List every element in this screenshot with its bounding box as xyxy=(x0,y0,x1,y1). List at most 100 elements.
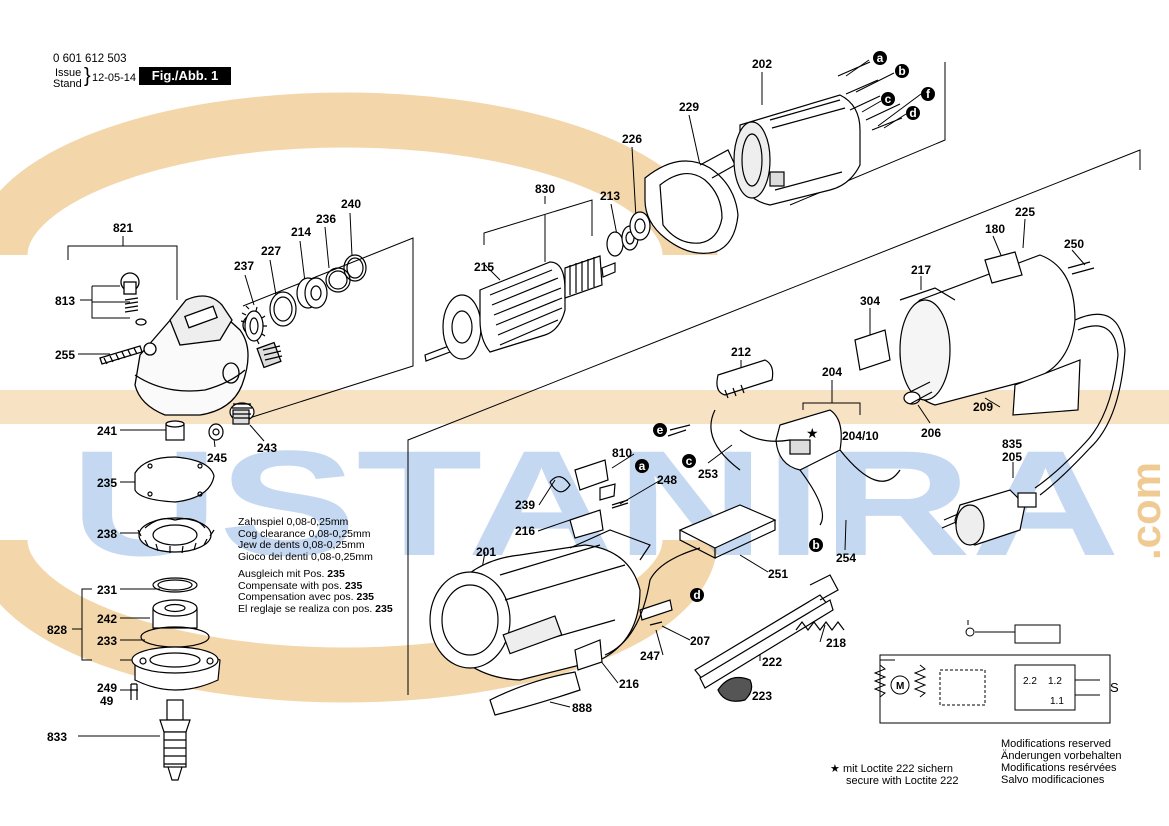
motor-housing xyxy=(854,251,1126,496)
part-label-241: 241 xyxy=(97,424,117,438)
wire-tag-b-mid: b xyxy=(812,538,819,552)
switch-slide xyxy=(574,547,845,702)
part-label-253: 253 xyxy=(698,467,718,481)
part-label-215: 215 xyxy=(474,260,494,274)
bearing-row xyxy=(240,254,367,345)
wire-tag-a-mid-icon xyxy=(635,459,649,473)
part-label-254: 254 xyxy=(836,551,856,565)
part-label-240: 240 xyxy=(341,197,361,211)
part-label-821: 821 xyxy=(113,221,133,235)
schematic-contact-1-2: 1.2 xyxy=(1048,676,1062,687)
part-label-216-lower: 216 xyxy=(619,677,639,691)
fan-shroud xyxy=(644,149,739,254)
part-label-226: 226 xyxy=(622,132,642,146)
wire-tag-c-top: c xyxy=(885,92,892,106)
wire-tag-f-top: f xyxy=(926,87,931,101)
wire-tag-d-top-icon xyxy=(906,106,920,120)
backlash-note: Zahnspiel 0,08-0,25mm Cog clearance 0,08… xyxy=(238,516,393,615)
part-label-237: 237 xyxy=(234,259,254,273)
part-label-231: 231 xyxy=(97,583,117,597)
part-label-250: 250 xyxy=(1064,237,1084,251)
part-label-233: 233 xyxy=(97,634,117,648)
part-label-243: 243 xyxy=(257,441,277,455)
part-label-218: 218 xyxy=(826,636,846,650)
part-label-214: 214 xyxy=(291,225,311,239)
part-label-223: 223 xyxy=(752,689,772,703)
wire-tag-b-top: b xyxy=(898,64,905,78)
power-plug xyxy=(941,489,1037,546)
watermark-suffix: .com xyxy=(1122,462,1169,560)
wire-tag-c-mid-icon xyxy=(682,454,696,468)
part-label-248: 248 xyxy=(657,473,677,487)
schematic-motor-label: M xyxy=(896,681,904,692)
wire-tag-a-top-icon xyxy=(873,51,887,65)
modifications-note: Modifications reserved Änderungen vorbeh… xyxy=(1001,738,1122,786)
part-label-888: 888 xyxy=(572,701,592,715)
compensate-es: El reglaje se realiza con pos. 235 xyxy=(238,602,393,615)
part-label-206: 206 xyxy=(921,426,941,440)
armature-bearings xyxy=(606,211,651,257)
stand-label: Stand xyxy=(53,78,82,90)
compensate-en: Compensate with pos. 235 xyxy=(238,579,363,592)
part-label-204: 204 xyxy=(822,365,842,379)
schematic-contact-2-2: 2.2 xyxy=(1023,676,1037,687)
part-label-202: 202 xyxy=(752,57,772,71)
gear-head-housing xyxy=(99,272,283,416)
wire-tag-c-mid: c xyxy=(686,454,693,468)
part-label-222: 222 xyxy=(762,655,782,669)
part-label-835: 835 xyxy=(1002,437,1022,451)
wire-tag-e-mid: e xyxy=(657,423,664,437)
part-label-204-10: 204/10 xyxy=(842,429,879,443)
stator xyxy=(733,61,903,206)
part-label-225: 225 xyxy=(1015,205,1035,219)
part-label-180: 180 xyxy=(985,222,1005,236)
backlash-it: Gioco dei denti 0,08-0,25mm xyxy=(238,550,373,563)
part-label-242: 242 xyxy=(97,612,117,626)
loctite-note-star-icon: ★ xyxy=(830,762,840,775)
loctite-star-icon: ★ xyxy=(806,426,819,442)
wire-tag-d-low-icon xyxy=(690,588,704,602)
part-label-216-upper: 216 xyxy=(515,524,535,538)
part-label-239: 239 xyxy=(515,498,535,512)
switch-assembly xyxy=(549,359,901,559)
part-label-217: 217 xyxy=(911,263,931,277)
part-label-209: 209 xyxy=(973,400,993,414)
part-label-235: 235 xyxy=(97,476,117,490)
issue-date: 12-05-14 xyxy=(92,72,137,84)
wire-tag-f-top-icon xyxy=(921,87,935,101)
part-label-238: 238 xyxy=(97,527,117,541)
part-label-255: 255 xyxy=(55,348,75,362)
part-label-245: 245 xyxy=(207,451,227,465)
part-number: 0 601 612 503 xyxy=(53,53,127,65)
wire-tag-b-top-icon xyxy=(895,64,909,78)
part-label-249: 249 xyxy=(97,681,117,695)
part-label-212: 212 xyxy=(731,345,751,359)
wire-tag-d-top: d xyxy=(909,106,916,120)
part-label-813: 813 xyxy=(55,294,75,308)
backlash-de: Zahnspiel 0,08-0,25mm xyxy=(238,516,349,528)
figure-label: Fig./Abb. 1 xyxy=(139,67,231,85)
issue-label: Issue xyxy=(55,67,82,79)
part-label-227: 227 xyxy=(261,244,281,258)
part-label-304: 304 xyxy=(860,294,880,308)
wiring-schematic xyxy=(873,620,1111,724)
part-label-229: 229 xyxy=(679,100,699,114)
part-label-213: 213 xyxy=(600,189,620,203)
issue-brace: } xyxy=(84,65,91,87)
schematic-switch-label: S xyxy=(1110,680,1119,695)
backlash-fr: Jew de dents 0,08-0,25mm xyxy=(238,539,365,551)
part-label-830: 830 xyxy=(535,182,555,196)
schematic-contact-1-1: 1.1 xyxy=(1050,696,1064,707)
part-label-205: 205 xyxy=(1002,450,1022,464)
part-label-810: 810 xyxy=(612,446,632,460)
gear-train xyxy=(130,402,255,781)
part-label-201: 201 xyxy=(476,545,496,559)
compensate-de: Ausgleich mit Pos. 235 xyxy=(238,568,345,580)
part-label-236: 236 xyxy=(316,212,336,226)
part-label-828: 828 xyxy=(47,623,67,637)
armature xyxy=(424,255,616,362)
compensate-fr: Compensation avec pos. 235 xyxy=(238,591,375,603)
wire-tag-a-mid: a xyxy=(639,459,646,473)
